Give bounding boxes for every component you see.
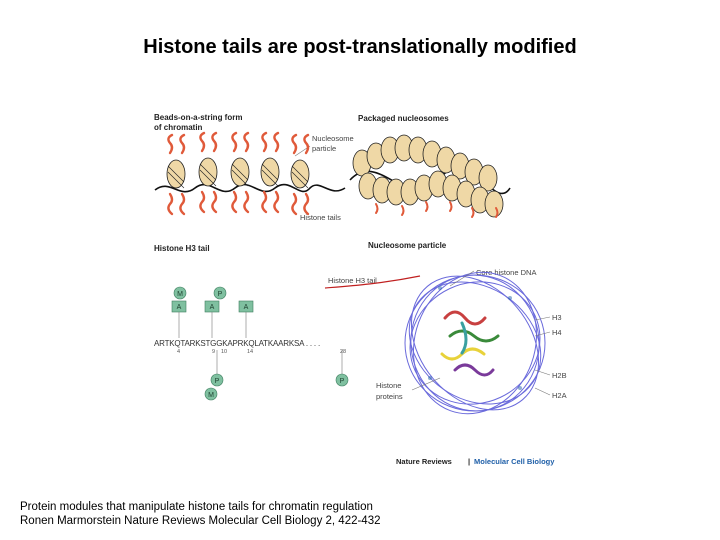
svg-text:A: A [244,304,249,311]
mark-p-top: P [214,287,226,299]
caption-line-2: Ronen Marmorstein Nature Reviews Molecul… [20,514,381,528]
mark-a-3: A [239,301,253,312]
histone-proteins-label-2: proteins [376,392,403,401]
histone-figure: Beads-on-a-string form of chromatin Pack… [150,108,580,473]
svg-text:A: A [210,304,215,311]
slide-title: Histone tails are post-translationally m… [0,36,720,59]
h2b-label: H2B [552,371,567,380]
svg-text:P: P [340,378,345,385]
h2a-label: H2A [552,391,567,400]
nucleosome-label-1: Nucleosome [312,134,354,143]
svg-text:M: M [208,392,214,399]
h4-label: H4 [552,328,562,337]
caption-line-1: Protein modules that manipulate histone … [20,500,381,514]
nucleosome-label-2: particle [312,144,336,153]
position-14: 14 [247,349,253,355]
packaged-nucleosomes [350,135,510,217]
svg-text:M: M [177,291,183,298]
position-10: 10 [221,349,227,355]
caption: Protein modules that manipulate histone … [20,500,381,528]
mark-m-top: M [174,287,186,299]
h3-label: H3 [552,313,562,322]
h3-sequence: ARTKQTARKSTGGKAPRKQLATKAARKSA . . . . [154,339,320,348]
beads-heading-1: Beads-on-a-string form [154,113,242,122]
svg-text:A: A [177,304,182,311]
nucleosome-particle-heading: Nucleosome particle [368,241,447,250]
position-9: 9 [212,349,215,355]
histone-tails-label: Histone tails [300,213,341,222]
h3-tail-heading: Histone H3 tail [154,244,210,253]
histone-proteins-label-1: Histone [376,381,401,390]
beads-heading-2: of chromatin [154,123,203,132]
mark-p-bottom-2: P [336,374,348,386]
credit-journal: Nature Reviews [396,457,452,466]
credit-separator: | [468,457,470,466]
mark-p-bottom-1: P [211,374,223,386]
mark-m-bottom: M [205,388,217,400]
mark-a-2: A [205,301,219,312]
position-4: 4 [177,349,180,355]
svg-text:P: P [215,378,220,385]
credit-section: Molecular Cell Biology [474,457,555,466]
figure-svg: Beads-on-a-string form of chromatin Pack… [150,108,580,473]
packaged-heading: Packaged nucleosomes [358,114,449,123]
position-28: 28 [340,349,346,355]
mark-a-1: A [172,301,186,312]
svg-text:P: P [218,291,223,298]
